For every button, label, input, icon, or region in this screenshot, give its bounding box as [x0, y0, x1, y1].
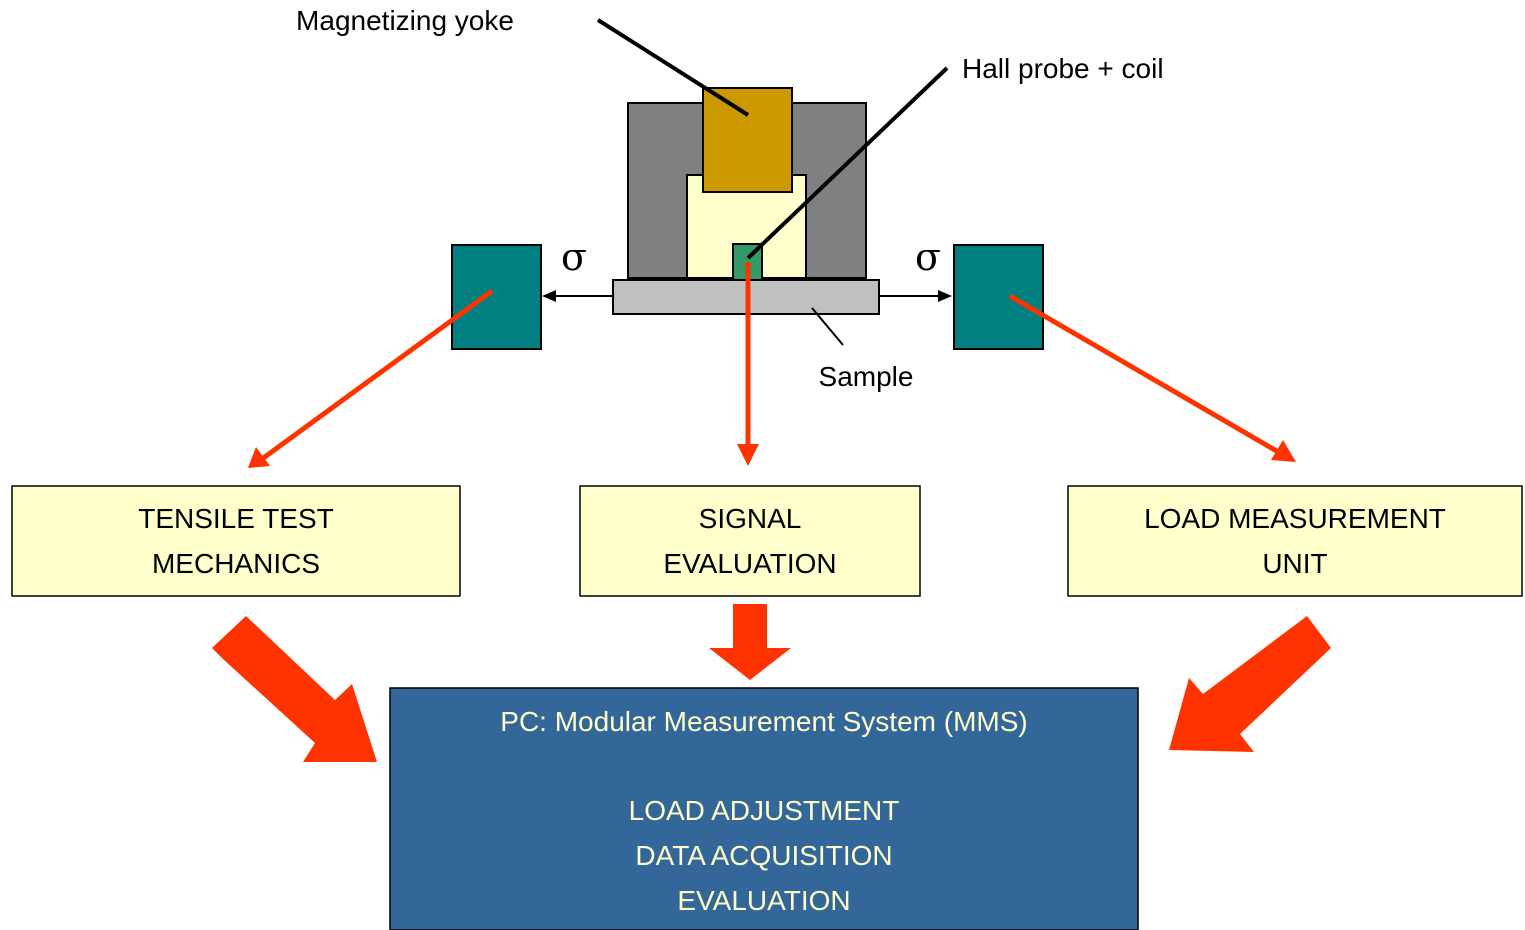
hall-probe-label: Hall probe + coil	[962, 53, 1164, 84]
signal-arrow-left	[260, 288, 494, 462]
load-line2: UNIT	[1262, 548, 1327, 579]
pc-line-evaluation: EVALUATION	[677, 885, 850, 916]
pc-line-load-adjustment: LOAD ADJUSTMENT	[629, 795, 900, 826]
pc-line-data-acquisition: DATA ACQUISITION	[635, 840, 892, 871]
yoke-pointer-line	[596, 18, 750, 117]
load-measurement-box: LOAD MEASUREMENT UNIT	[1067, 485, 1523, 597]
tensile-test-box: TENSILE TEST MECHANICS	[11, 485, 461, 597]
signal-arrowhead-left	[248, 447, 270, 468]
magnetizing-coil	[702, 87, 793, 193]
block-arrow-center	[709, 604, 791, 680]
tensile-line2: MECHANICS	[152, 548, 320, 579]
signal-line1: SIGNAL	[699, 503, 802, 534]
hall-pointer-line	[746, 66, 949, 260]
pc-mms-box: PC: Modular Measurement System (MMS) LOA…	[389, 687, 1139, 930]
signal-arrow-right	[1008, 293, 1282, 456]
block-arrow-right	[1169, 616, 1331, 752]
tensile-line1: TENSILE TEST	[138, 503, 334, 534]
right-grip	[953, 244, 1044, 350]
pc-title: PC: Modular Measurement System (MMS)	[500, 706, 1027, 737]
load-line1: LOAD MEASUREMENT	[1144, 503, 1446, 534]
left-grip	[451, 244, 542, 350]
yoke-label: Magnetizing yoke	[296, 5, 514, 36]
sigma-left-label: σ	[561, 235, 587, 279]
block-arrow-left	[212, 616, 377, 762]
sample-label: Sample	[819, 361, 914, 392]
signal-arrowhead-right	[1271, 440, 1296, 462]
tension-arrowhead-left	[542, 290, 556, 302]
sigma-right-label: σ	[915, 235, 941, 279]
sample-pointer-line	[811, 307, 844, 346]
tension-arrowhead-right	[938, 290, 952, 302]
signal-arrowhead-center	[737, 444, 759, 466]
signal-line2: EVALUATION	[663, 548, 836, 579]
signal-evaluation-box: SIGNAL EVALUATION	[579, 485, 921, 597]
